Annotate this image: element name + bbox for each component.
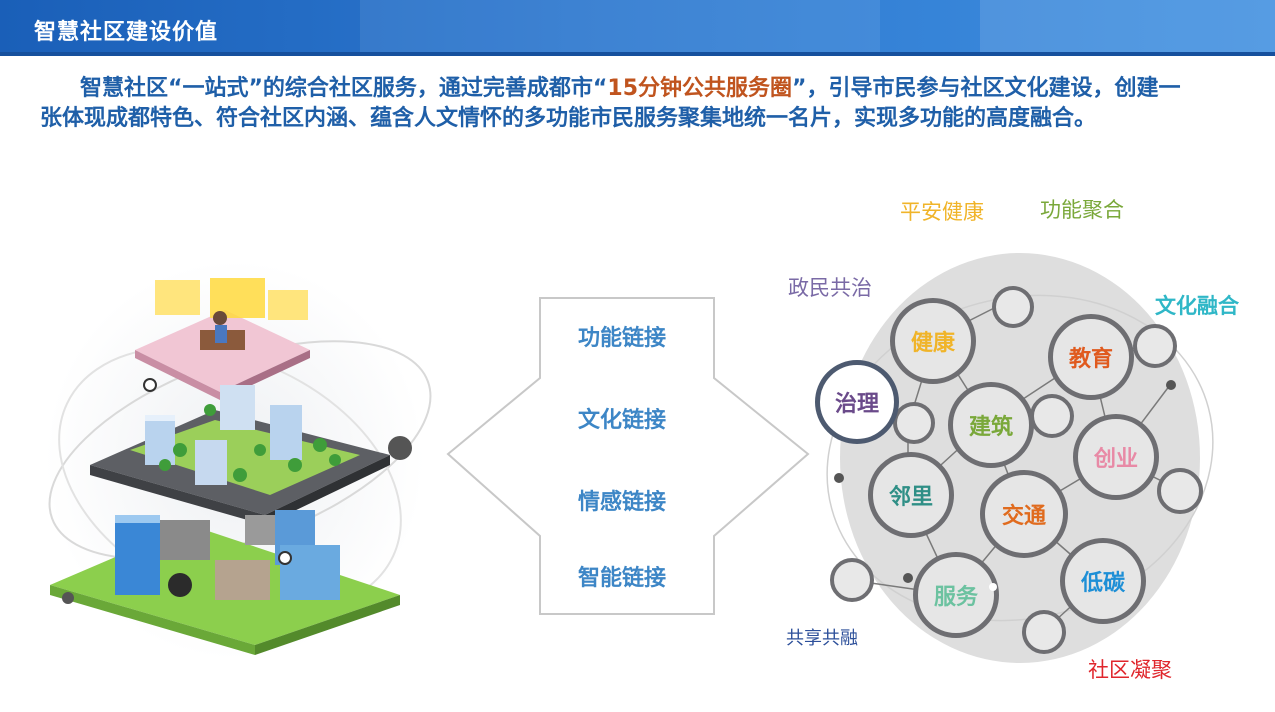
node-governance: 治理: [815, 360, 899, 444]
link-smart: 智能链接: [577, 566, 666, 591]
node-entrepreneurship: 创业: [1073, 414, 1159, 500]
header-stripe: [0, 52, 1275, 56]
intro-highlight: 15分钟公共服务圈: [607, 76, 793, 101]
network-node-small: [1133, 324, 1177, 368]
label-culture-fusion: 文化融合: [1155, 294, 1239, 318]
link-culture: 文化链接: [577, 408, 666, 433]
network-node-small: [1030, 394, 1074, 438]
decor-dot: [1166, 380, 1176, 390]
network-node-small: [830, 558, 874, 602]
link-emotion: 情感链接: [577, 490, 666, 515]
intro-text-after: ”，引导市民参与社区文化建设，创建一张体现成都特色、符合社区内涵、蕴含人文情怀的…: [40, 76, 1181, 131]
header-bar: 智慧社区建设价值: [0, 0, 1275, 56]
node-neighborhood: 邻里: [868, 452, 954, 538]
label-function-aggregation: 功能聚合: [1040, 198, 1124, 222]
network-node-small: [992, 286, 1034, 328]
network-node-small: [893, 402, 935, 444]
node-health: 健康: [890, 298, 976, 384]
network-node-small: [1022, 610, 1066, 654]
page-title: 智慧社区建设价值: [34, 20, 219, 45]
node-education: 教育: [1048, 314, 1134, 400]
link-function: 功能链接: [577, 326, 666, 351]
label-co-governance: 政民共治: [788, 276, 872, 300]
label-safety-health: 平安健康: [900, 200, 984, 224]
decor-dot: [989, 583, 997, 591]
double-arrow-frame: [446, 297, 810, 615]
label-sharing: 共享共融: [786, 628, 858, 649]
node-service: 服务: [913, 552, 999, 638]
header-decoration: [360, 0, 880, 56]
intro-text-before: 智慧社区“一站式”的综合社区服务，通过完善成都市“: [80, 76, 608, 101]
node-architecture: 建筑: [948, 382, 1034, 468]
smart-community-illustration: [45, 260, 432, 660]
node-transport: 交通: [980, 470, 1068, 558]
intro-paragraph: 智慧社区“一站式”的综合社区服务，通过完善成都市“15分钟公共服务圈”，引导市民…: [40, 74, 1200, 134]
node-low-carbon: 低碳: [1060, 538, 1146, 624]
label-community-cohesion: 社区凝聚: [1088, 658, 1172, 682]
network-node-small: [1157, 468, 1203, 514]
header-decoration-right: [980, 0, 1275, 56]
decor-dot: [834, 473, 844, 483]
decor-dot: [903, 573, 913, 583]
